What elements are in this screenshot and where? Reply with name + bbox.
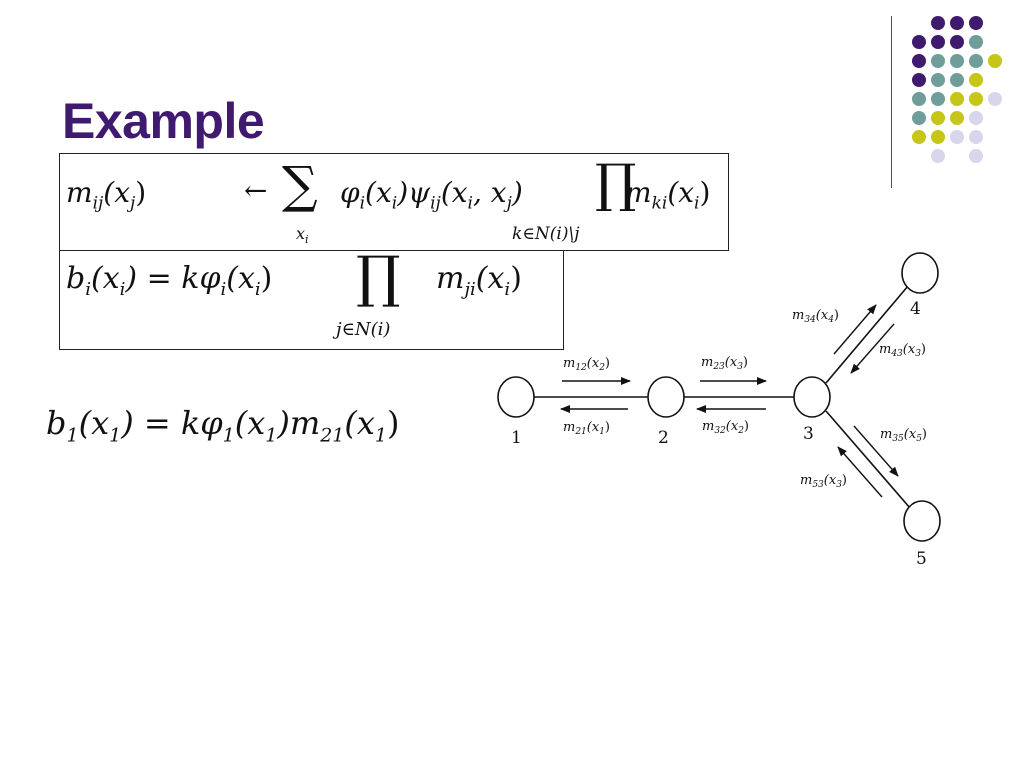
decorative-dot xyxy=(969,130,983,144)
decorative-dot xyxy=(950,54,964,68)
message-arrow-3-5 xyxy=(853,425,899,477)
node-label-1: 1 xyxy=(511,428,522,448)
decorative-dot xyxy=(912,35,926,49)
decorative-dot xyxy=(912,73,926,87)
graph-node-3 xyxy=(793,376,831,418)
decorative-dot xyxy=(988,54,1002,68)
decorative-dot xyxy=(950,111,964,125)
decorative-dot xyxy=(931,149,945,163)
decorative-dot xyxy=(931,73,945,87)
message-update-formula: mij(xj) ← ∑ xi φi(xi)ψij(xi, xj) ∏ k∈N(i… xyxy=(59,153,729,251)
decorative-dot xyxy=(969,35,983,49)
message-label-m53: m53(x3) xyxy=(800,473,847,490)
message-arrow-4-3 xyxy=(850,323,895,374)
belief-lhs: bi(xi) = kφi(xi) xyxy=(66,261,273,300)
decorative-dot xyxy=(950,73,964,87)
slide-title: Example xyxy=(62,93,265,149)
product-symbol: ∏ xyxy=(595,154,637,214)
graph-node-1 xyxy=(497,376,535,418)
decorative-dot xyxy=(912,130,926,144)
product-index: k∈N(i)\j xyxy=(512,224,580,244)
decorative-dot xyxy=(950,35,964,49)
belief-tail-message: mji(xi) xyxy=(436,261,522,300)
decorative-dot xyxy=(931,92,945,106)
formula-potentials: φi(xi)ψij(xi, xj) xyxy=(340,176,523,214)
product-index: j∈N(i) xyxy=(336,319,391,340)
decorative-dot xyxy=(912,111,926,125)
decorative-divider xyxy=(891,16,892,188)
decorative-dot-grid xyxy=(912,16,1002,163)
decorative-dot xyxy=(950,130,964,144)
message-label-m35: m35(x5) xyxy=(880,427,927,444)
belief-formula: bi(xi) = kφi(xi) ∏ j∈N(i) mji(xi) xyxy=(59,245,564,350)
decorative-dot xyxy=(931,54,945,68)
product-symbol: ∏ xyxy=(356,245,401,310)
decorative-dot xyxy=(969,54,983,68)
decorative-dot xyxy=(950,92,964,106)
decorative-dot xyxy=(969,149,983,163)
decorative-dot xyxy=(912,92,926,106)
decorative-dot xyxy=(969,92,983,106)
graph-node-2 xyxy=(647,376,685,418)
graph-node-4 xyxy=(901,252,939,294)
message-arrow-5-3 xyxy=(837,446,883,498)
decorative-dot xyxy=(912,54,926,68)
node-label-3: 3 xyxy=(803,424,814,444)
decorative-dot xyxy=(931,16,945,30)
decorative-dot xyxy=(950,16,964,30)
assign-arrow: ← xyxy=(244,174,268,207)
message-label-m23: m23(x3) xyxy=(701,355,748,372)
decorative-dot xyxy=(931,130,945,144)
decorative-dot xyxy=(969,16,983,30)
message-label-m21: m21(x1) xyxy=(563,420,610,437)
decorative-dot xyxy=(988,92,1002,106)
decorative-dot xyxy=(931,35,945,49)
decorative-dot xyxy=(969,111,983,125)
node-label-5: 5 xyxy=(916,549,927,569)
formula-lhs: mij(xj) xyxy=(66,176,147,214)
node-label-2: 2 xyxy=(658,428,669,448)
decorative-dot xyxy=(931,111,945,125)
sum-index: xi xyxy=(296,224,309,247)
message-label-m34: m34(x4) xyxy=(792,308,839,325)
belief-node1-formula: b1(x1) = kφ1(x1)m21(x1) xyxy=(46,404,400,447)
edge-3-4 xyxy=(825,285,909,384)
message-label-m12: m12(x2) xyxy=(563,356,610,373)
edge-3-5 xyxy=(825,410,911,509)
sum-symbol: ∑ xyxy=(282,156,318,214)
node-label-4: 4 xyxy=(910,299,921,319)
message-arrow-3-4 xyxy=(833,304,877,355)
formula-tail-message: mki(xi) xyxy=(625,176,711,214)
decorative-dot xyxy=(969,73,983,87)
graph-node-5 xyxy=(903,500,941,542)
message-label-m32: m32(x2) xyxy=(702,419,749,436)
message-label-m43: m43(x3) xyxy=(879,342,926,359)
